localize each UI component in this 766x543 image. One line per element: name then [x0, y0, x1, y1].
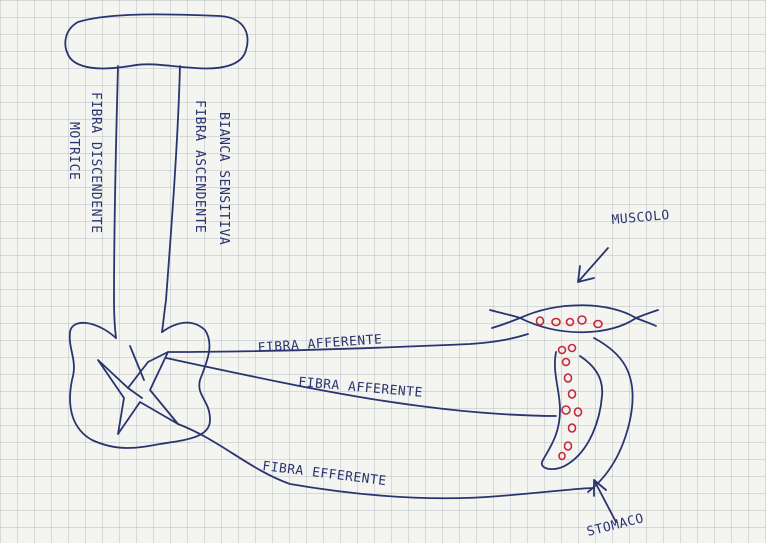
label-fibra-afferente-1: FIBRA AFFERENTE [257, 332, 383, 356]
ascending-tract-line [162, 66, 180, 332]
label-fibra-ascendente: FIBRA ASCENDENTE [192, 100, 207, 233]
efferent-fiber [178, 424, 594, 498]
red-dot [567, 319, 574, 326]
label-motrice: MOTRICE [66, 122, 81, 180]
red-dot [563, 359, 570, 366]
red-dot [575, 408, 582, 416]
label-stomaco: STOMACO [585, 511, 645, 540]
connector-red-dots [559, 345, 576, 366]
red-dot [578, 316, 586, 324]
red-dot [562, 406, 570, 414]
brain-blob [65, 14, 247, 68]
grey-matter-inner [128, 346, 144, 398]
red-dot [537, 317, 544, 325]
red-dot [565, 442, 572, 450]
muscle-tendon-right [636, 310, 658, 326]
stomach-shape [542, 352, 602, 469]
label-bianca-sensitiva: BIANCA SENSITIVA [216, 112, 231, 245]
red-dot [569, 424, 576, 432]
red-dot [569, 390, 576, 398]
muscle-tendon-left [490, 310, 520, 328]
red-dot [559, 347, 566, 354]
red-dot [552, 319, 560, 326]
muscle-pointer-arrow [578, 248, 608, 282]
descending-tract-line [114, 66, 118, 338]
stomach-red-dots [559, 374, 582, 460]
label-muscolo: MUSCOLO [611, 208, 670, 228]
red-dot [559, 453, 565, 460]
label-fibra-efferente: FIBRA EFFERENTE [262, 459, 388, 489]
stomach-pointer-arrow [594, 480, 616, 522]
stomach-outer-curve [588, 338, 633, 492]
muscle-red-dots [537, 316, 603, 328]
label-fibra-discendente: FIBRA DISCENDENTE [88, 92, 103, 234]
red-dot [569, 345, 576, 352]
red-dot [594, 321, 602, 328]
red-dot [565, 374, 572, 382]
